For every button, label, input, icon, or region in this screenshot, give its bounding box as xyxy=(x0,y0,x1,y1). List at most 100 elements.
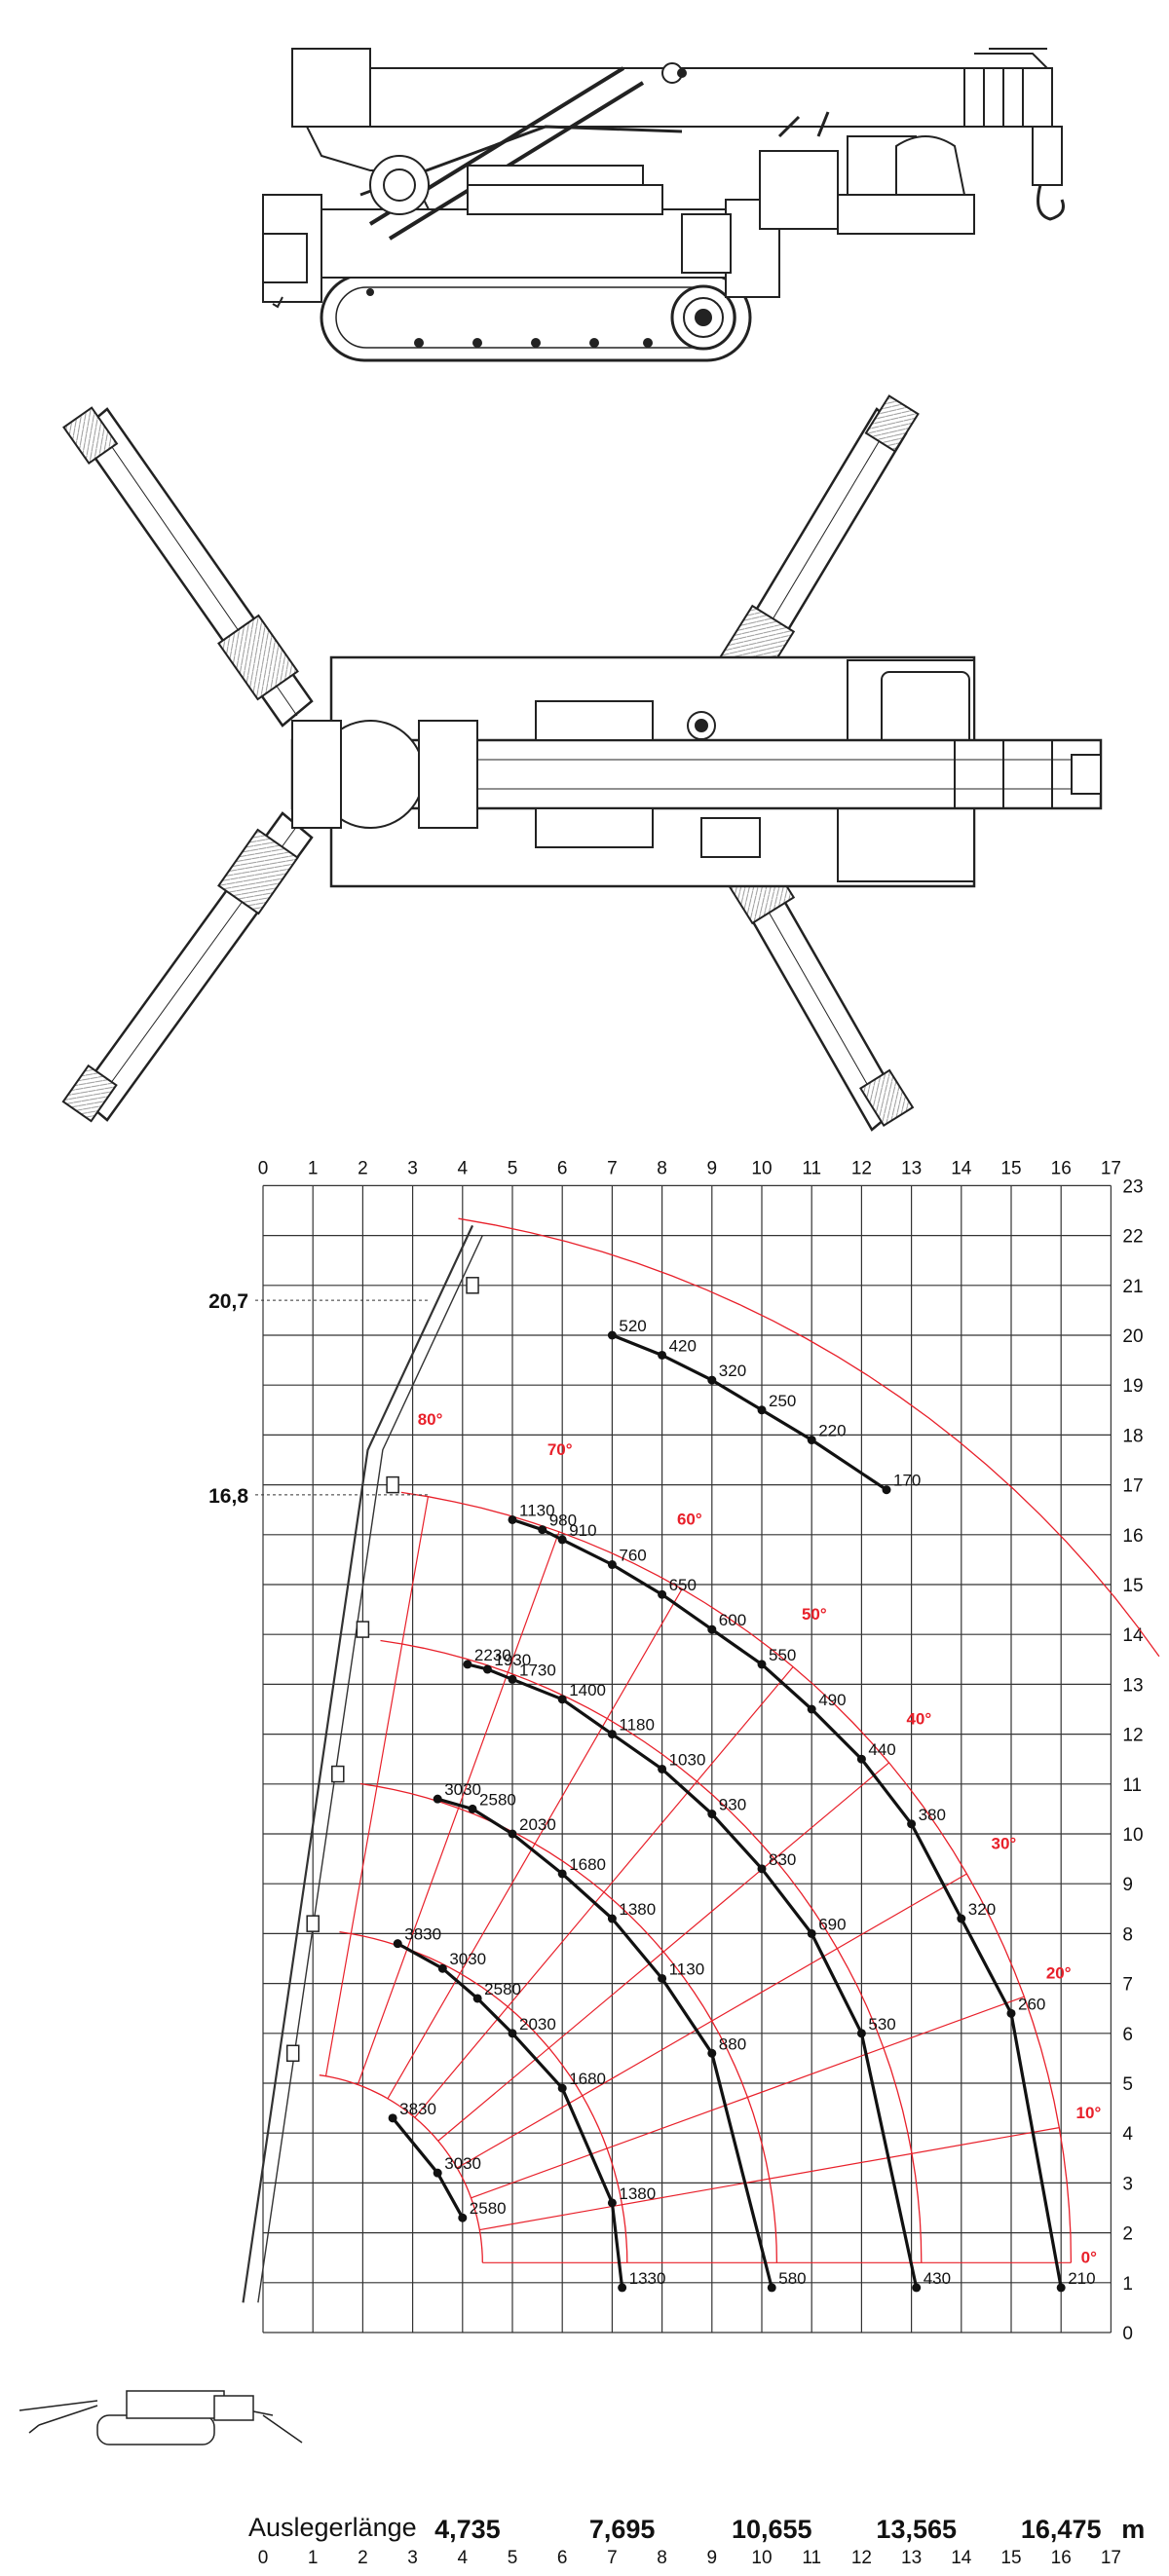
y-tick-label: 0 xyxy=(1122,2324,1133,2344)
load-point-dot xyxy=(508,2029,517,2038)
angle-label: 10° xyxy=(1076,2104,1102,2122)
x-tick-label-top: 10 xyxy=(751,1158,772,1178)
x-tick-label-top: 16 xyxy=(1051,1158,1072,1178)
load-point-dot xyxy=(538,1525,547,1535)
y-tick-label: 5 xyxy=(1122,2074,1133,2095)
boom-section-head xyxy=(466,1277,479,1294)
y-tick-label: 2 xyxy=(1122,2224,1133,2245)
y-tick-label: 22 xyxy=(1122,1227,1143,1248)
x-tick-label-bottom: 17 xyxy=(1101,2548,1121,2568)
load-point-dot xyxy=(807,1704,816,1714)
load-point-dot xyxy=(707,1375,717,1385)
load-value-label: 760 xyxy=(619,1547,646,1565)
boom-in-chart xyxy=(242,1224,483,2303)
x-tick-label-top: 6 xyxy=(557,1158,568,1178)
load-point-dot xyxy=(707,1810,717,1819)
load-point-dot xyxy=(472,1994,482,2003)
x-tick-label-bottom: 4 xyxy=(458,2548,469,2568)
x-tick-label-bottom: 6 xyxy=(557,2548,568,2568)
x-tick-label-top: 14 xyxy=(951,1158,972,1178)
x-tick-label-top: 2 xyxy=(358,1158,368,1178)
load-point-dot xyxy=(757,1864,767,1874)
load-value-label: 250 xyxy=(769,1392,796,1410)
load-value-label: 910 xyxy=(569,1521,596,1540)
height-mark-label: 16,8 xyxy=(208,1485,248,1508)
load-point-dot xyxy=(482,1664,492,1674)
angle-ray xyxy=(324,1496,430,2076)
crane-top-view-drawing xyxy=(61,394,1103,1132)
load-point-dot xyxy=(393,1939,402,1949)
load-value-label: 1180 xyxy=(619,1716,655,1735)
y-tick-label: 17 xyxy=(1122,1476,1143,1497)
load-value-label: 1130 xyxy=(519,1501,555,1519)
y-tick-label: 10 xyxy=(1122,1825,1143,1846)
x-tick-label-top: 8 xyxy=(657,1158,667,1178)
y-tick-label: 12 xyxy=(1122,1726,1143,1746)
load-point-dot xyxy=(757,1405,767,1415)
load-point-dot xyxy=(557,1869,567,1879)
x-tick-label-bottom: 5 xyxy=(508,2548,518,2568)
x-tick-label-top: 4 xyxy=(458,1158,469,1178)
x-tick-label-top: 5 xyxy=(508,1158,518,1178)
load-point-dot xyxy=(557,1535,567,1545)
x-tick-label-bottom: 8 xyxy=(657,2548,667,2568)
x-tick-label-top: 11 xyxy=(802,1158,821,1178)
x-tick-label-bottom: 15 xyxy=(1000,2548,1021,2568)
load-point-dot xyxy=(807,1928,816,1938)
load-value-label: 580 xyxy=(778,2269,806,2288)
angle-label: 60° xyxy=(677,1511,702,1529)
x-tick-label-top: 7 xyxy=(607,1158,618,1178)
x-tick-label-bottom: 0 xyxy=(258,2548,269,2568)
angle-label: 50° xyxy=(802,1605,827,1624)
load-value-label: 320 xyxy=(968,1900,996,1919)
angle-ray xyxy=(437,1762,889,2142)
boom-length-label: 10,655 xyxy=(732,2515,812,2544)
angle-ray xyxy=(471,1996,1025,2199)
load-value-label: 3030 xyxy=(444,2154,481,2173)
boom-length-label: 16,475 xyxy=(1021,2515,1102,2544)
load-point-dot xyxy=(607,2198,617,2208)
load-value-label: 690 xyxy=(818,1915,846,1933)
load-value-label: 1330 xyxy=(629,2269,666,2288)
x-tick-label-bottom: 11 xyxy=(802,2548,821,2568)
load-curve-line xyxy=(611,1333,887,1492)
angle-label: 20° xyxy=(1046,1963,1072,1982)
angle-ray xyxy=(414,1666,794,2118)
load-point-dot xyxy=(468,1804,477,1813)
x-tick-label-bottom: 2 xyxy=(358,2548,368,2568)
boom-length-label: 4,735 xyxy=(434,2515,501,2544)
load-value-label: 1680 xyxy=(569,1855,606,1874)
x-tick-label-top: 15 xyxy=(1000,1158,1021,1178)
load-value-label: 3030 xyxy=(444,1780,481,1799)
load-value-label: 380 xyxy=(919,1806,946,1824)
boom-length-label: 7,695 xyxy=(589,2515,656,2544)
x-tick-label-top: 0 xyxy=(258,1158,269,1178)
load-value-label: 2580 xyxy=(479,1790,516,1809)
load-point-dot xyxy=(707,2048,717,2058)
load-value-label: 3030 xyxy=(449,1950,486,1968)
x-tick-label-bottom: 14 xyxy=(951,2548,972,2568)
x-tick-label-top: 17 xyxy=(1101,1158,1121,1178)
boom-section-head xyxy=(306,1915,320,1932)
load-point-dot xyxy=(388,2113,397,2123)
load-point-dot xyxy=(607,1330,617,1340)
mini-crane-icon xyxy=(19,2390,303,2445)
angle-label: 0° xyxy=(1081,2248,1097,2266)
load-point-dot xyxy=(658,1973,667,1983)
boom-section-head xyxy=(285,2044,300,2063)
load-value-label: 980 xyxy=(549,1512,577,1530)
y-tick-label: 1 xyxy=(1122,2274,1133,2295)
angle-label: 40° xyxy=(906,1709,931,1728)
y-tick-label: 15 xyxy=(1122,1576,1143,1596)
load-point-dot xyxy=(957,1914,966,1923)
load-point-dot xyxy=(1006,2008,1016,2018)
x-tick-label-bottom: 7 xyxy=(607,2548,618,2568)
boom-length-label: 13,565 xyxy=(876,2515,957,2544)
load-value-label: 600 xyxy=(719,1611,746,1629)
red-angle-lines xyxy=(324,1496,1072,2263)
y-tick-label: 23 xyxy=(1122,1176,1143,1197)
y-tick-label: 13 xyxy=(1122,1675,1143,1696)
load-value-label: 260 xyxy=(1018,1995,1045,2013)
